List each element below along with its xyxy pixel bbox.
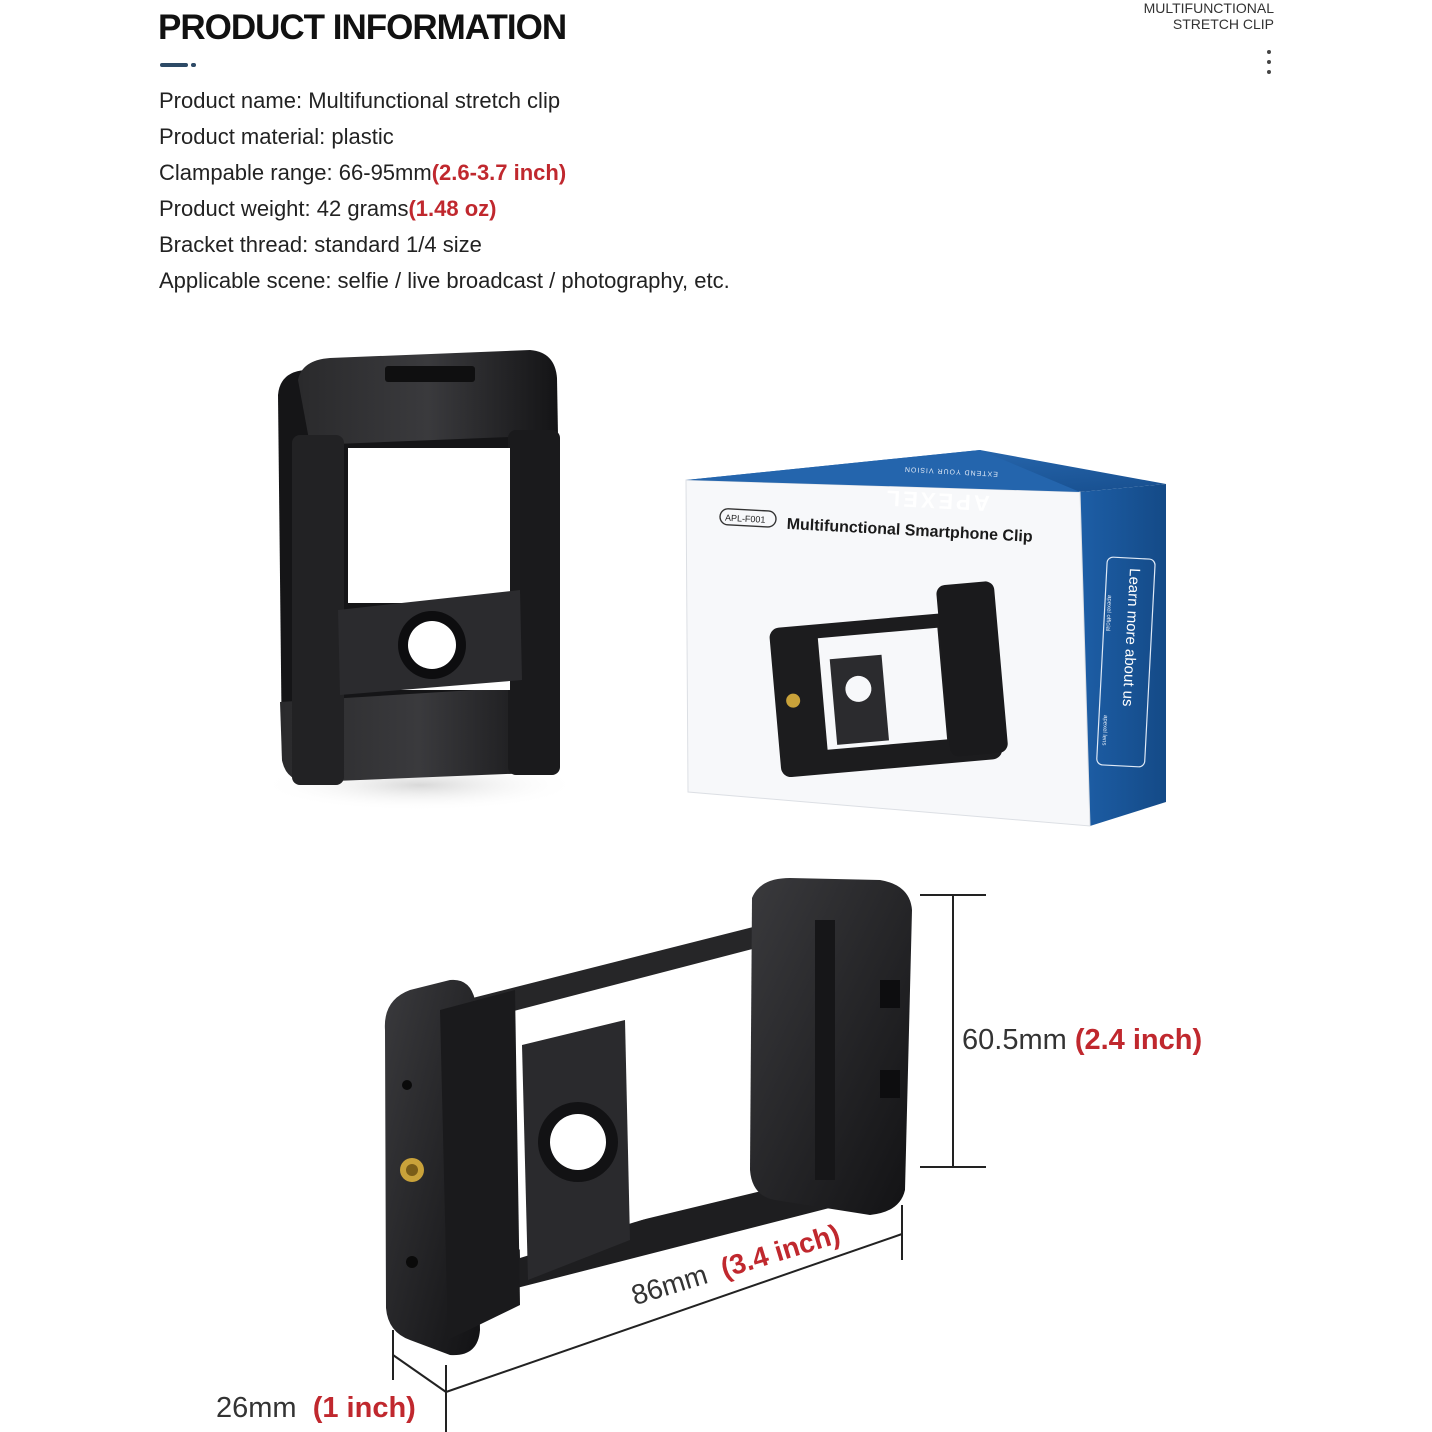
clip-dimension-diagram (384, 878, 986, 1432)
height-dimension-label: 60.5mm (2.4 inch) (962, 1024, 1203, 1056)
height-dimension-inch: (2.4 inch) (1074, 1024, 1203, 1056)
corner-label-line1: MULTIFUNCTIONAL (1143, 0, 1274, 16)
spec-material: Product material: plastic (159, 124, 394, 149)
clip-upright-image (260, 350, 580, 811)
more-options-icon[interactable] (1265, 50, 1273, 80)
box-side-small2: apexel lens (1100, 715, 1108, 746)
dimension-lines (392, 894, 986, 1432)
box-model: APL-F001 (725, 513, 766, 525)
title-underline-dot (191, 63, 196, 67)
spec-clamp-range: Clampable range: 66-95mm(2.6-3.7 inch) (159, 160, 567, 185)
page-title: PRODUCT INFORMATION (158, 8, 567, 47)
box-tagline: EXTEND YOUR VISION (904, 465, 998, 477)
spec-list: Product name: Multifunctional stretch cl… (159, 83, 730, 299)
corner-label-line2: STRETCH CLIP (1172, 16, 1274, 32)
depth-dimension-label: 26mm (1 inch) (216, 1392, 416, 1424)
spec-weight-oz: (1.48 oz) (408, 196, 497, 221)
title-underline (160, 63, 188, 67)
corner-label: MULTIFUNCTIONAL STRETCH CLIP (1144, 0, 1274, 32)
spec-scene: Applicable scene: selfie / live broadcas… (159, 268, 730, 293)
retail-box-image: APEXEL EXTEND YOUR VISION APL-F001 Multi… (685, 450, 1166, 827)
spec-clamp-range-inch: (2.6-3.7 inch) (431, 160, 567, 185)
spec-weight: Product weight: 42 grams(1.48 oz) (159, 196, 497, 221)
box-brand: APEXEL (883, 485, 990, 516)
depth-dimension-inch: (1 inch) (312, 1392, 416, 1424)
spec-product-name: Product name: Multifunctional stretch cl… (159, 88, 561, 113)
box-side-small1: apexel official (1104, 595, 1112, 632)
spec-thread: Bracket thread: standard 1/4 size (159, 232, 482, 257)
